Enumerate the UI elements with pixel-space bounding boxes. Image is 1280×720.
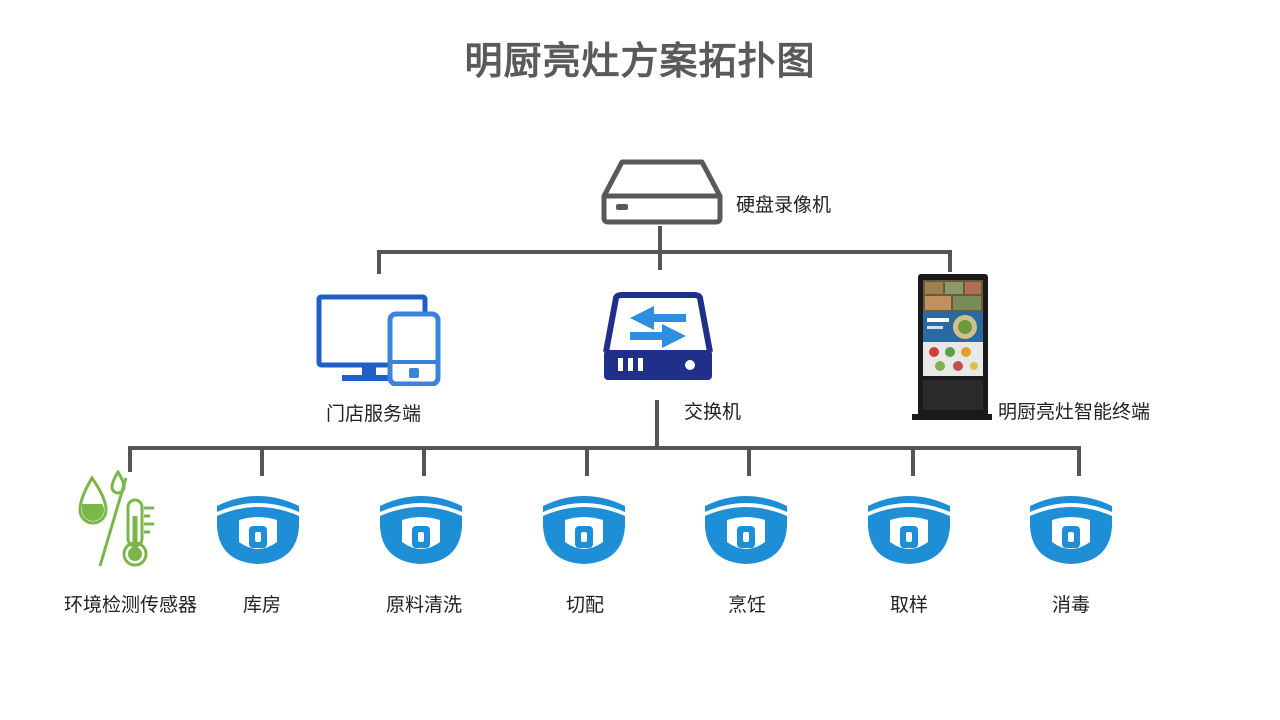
dome-camera-icon [868, 496, 950, 564]
endpoint-label-camera: 库房 [242, 594, 281, 616]
dvr-label: 硬盘录像机 [736, 194, 832, 216]
dome-camera-icon [1030, 496, 1112, 564]
network-switch-icon [603, 292, 713, 380]
store-server-label: 门店服务端 [326, 403, 422, 425]
endpoint-label-camera: 消毒 [1051, 594, 1090, 616]
monitor-and-phone-icon [316, 294, 441, 386]
endpoint-label-camera: 烹饪 [727, 594, 766, 616]
endpoint-label-camera: 取样 [889, 594, 928, 616]
hard-disk-recorder-icon [601, 159, 723, 225]
endpoint-label-camera: 切配 [565, 594, 604, 616]
kiosk-label: 明厨亮灶智能终端 [998, 401, 1151, 423]
dome-camera-icon [217, 496, 299, 564]
dome-camera-icon [380, 496, 462, 564]
dome-camera-icon [543, 496, 625, 564]
kiosk-terminal-icon [912, 274, 992, 420]
endpoint-label-camera: 原料清洗 [385, 594, 462, 616]
dome-camera-icon [705, 496, 787, 564]
environment-sensor-icon [78, 470, 154, 567]
switch-label: 交换机 [684, 401, 742, 423]
page-title: 明厨亮灶方案拓扑图 [464, 39, 816, 83]
endpoint-label-sensor: 环境检测传感器 [64, 594, 198, 616]
